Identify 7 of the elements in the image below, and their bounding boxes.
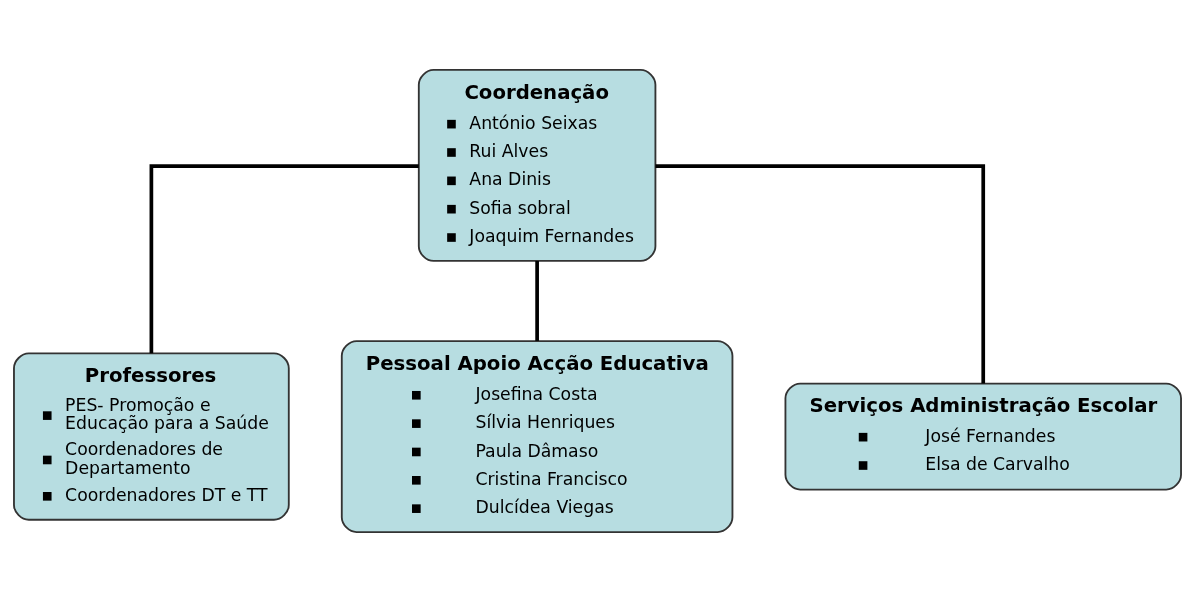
connector — [655, 163, 986, 383]
node-box: Coordenação António Seixas Rui Alves Ana Dinis Sofia sobral Joaquim Fernandes — [417, 68, 657, 262]
node-box: Serviços Administração Escolar José Fernandes Elsa de Carvalho — [784, 382, 1182, 490]
connector — [149, 163, 419, 353]
node-box: Pessoal Apoio Acção Educativa Josefina Costa Sílvia Henriques Paula Dâmaso Cristina Francisco Dulcídea Viegas — [340, 339, 734, 533]
node-box: Professores PES- Promoção e Educação para a Saúde Coordenadores de Departamento Coordenadores DT e TT — [13, 351, 290, 521]
connector — [535, 260, 539, 341]
